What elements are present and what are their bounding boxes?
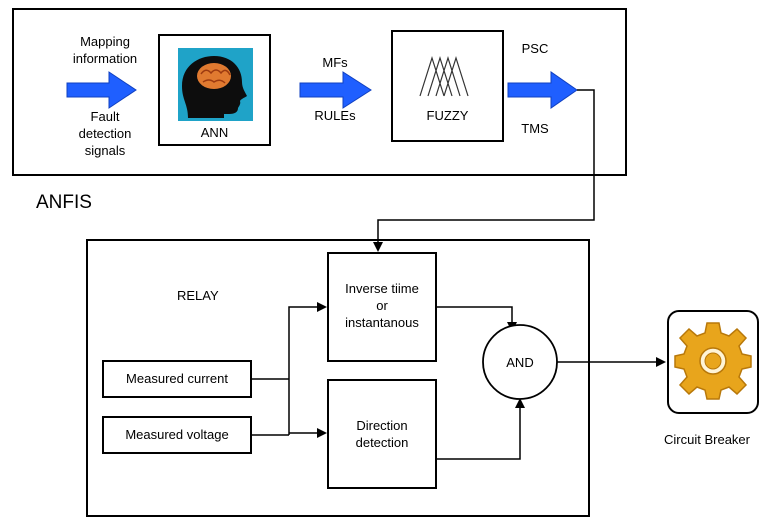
inverse-time-label: Inverse tiime or instantanous <box>345 281 419 330</box>
measured-current-label: Measured current <box>126 371 228 386</box>
and-label: AND <box>506 355 534 370</box>
output-arrow-icon <box>507 71 578 109</box>
measured-current-block <box>102 360 252 398</box>
direction-to-and-wire <box>437 398 525 460</box>
tms-label: TMS <box>521 121 549 136</box>
mapping-information-label: Mapping information <box>72 34 138 66</box>
rules-label: RULEs <box>314 108 356 123</box>
mfs-label: MFs <box>322 55 348 70</box>
fuzzy-label: FUZZY <box>426 108 469 123</box>
input-arrow-icon <box>66 71 137 109</box>
ann-to-fuzzy-arrow-icon <box>299 71 372 109</box>
ann-label: ANN <box>200 125 229 140</box>
brain-head-icon <box>178 48 253 121</box>
circuit-breaker-label: Circuit Breaker <box>664 432 750 447</box>
inverse-time-block <box>327 252 437 362</box>
direction-detection-label: Direction detection <box>355 418 409 450</box>
gear-icon <box>674 322 752 400</box>
junction-to-inverse-wire <box>288 302 327 435</box>
inverse-to-and-wire <box>437 306 517 332</box>
fuzzy-membership-icon <box>419 56 469 97</box>
measured-voltage-block <box>102 416 252 454</box>
psc-label: PSC <box>521 41 549 56</box>
relay-title: RELAY <box>177 288 219 303</box>
fault-detection-label: Fault detection signals <box>78 109 132 158</box>
anfis-to-relay-wire <box>373 89 595 252</box>
direction-detection-block <box>327 379 437 489</box>
anfis-title: ANFIS <box>36 192 92 213</box>
measured-voltage-label: Measured voltage <box>125 427 229 442</box>
